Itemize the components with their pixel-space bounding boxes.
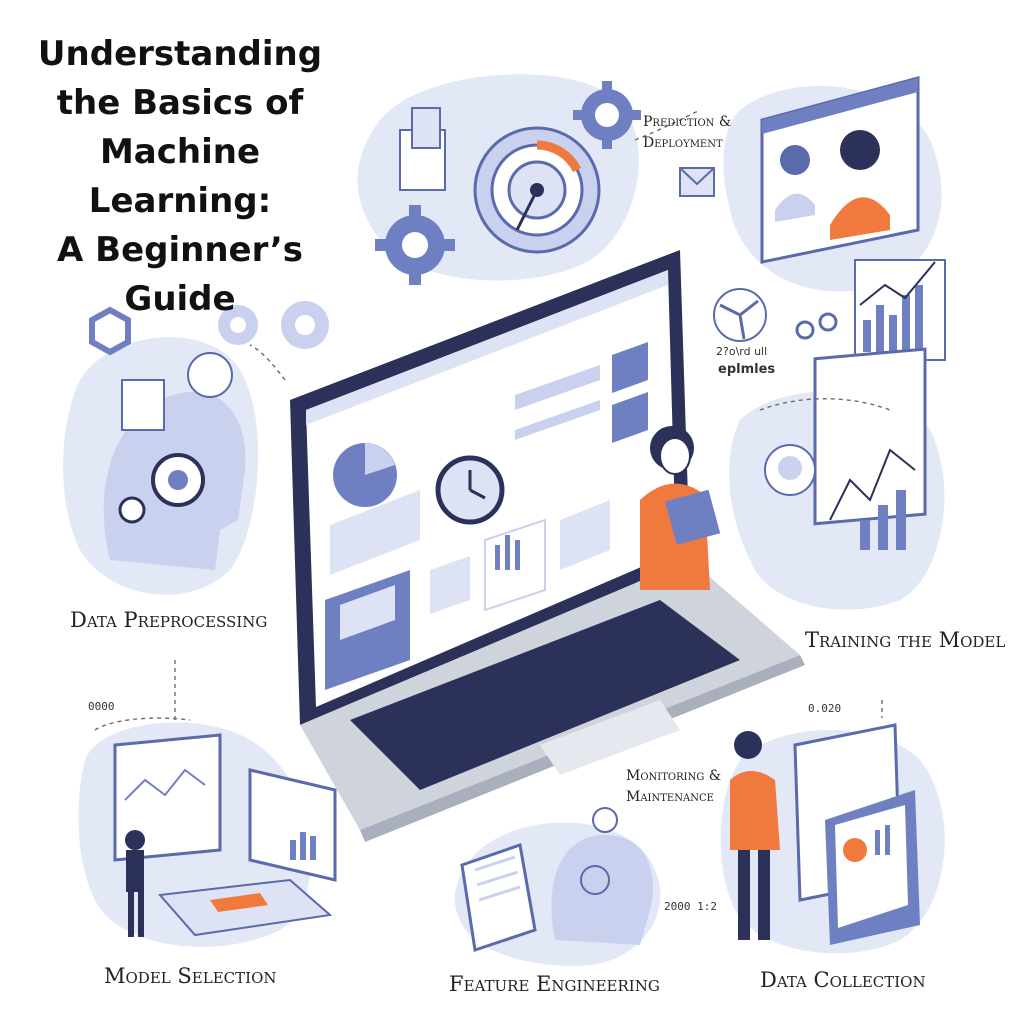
label-line: Deployment bbox=[643, 135, 723, 151]
label-prediction-deployment: Prediction & Deployment bbox=[643, 112, 731, 154]
data-collection-scene bbox=[730, 723, 920, 945]
network-icon bbox=[89, 306, 131, 356]
model-selection-scene bbox=[113, 733, 337, 937]
label-training-the-model: Training the Model bbox=[805, 628, 1006, 652]
decorative-text: eplmles bbox=[718, 362, 776, 377]
training-chart-window bbox=[764, 347, 927, 550]
title-line: A Beginner’s bbox=[57, 230, 303, 270]
label-monitoring-maintenance: Monitoring & Maintenance bbox=[626, 766, 721, 808]
label-feature-engineering: Feature Engineering bbox=[449, 972, 660, 996]
laptop bbox=[290, 250, 805, 842]
bar-chart-icon bbox=[854, 259, 946, 361]
gear-icon bbox=[375, 205, 455, 285]
speech-bubble-icon bbox=[592, 807, 618, 833]
label-model-selection: Model Selection bbox=[104, 964, 277, 988]
gear-icon bbox=[573, 81, 641, 149]
gear-icon bbox=[218, 305, 258, 345]
label-data-preprocessing: Data Preprocessing bbox=[70, 608, 268, 632]
gear-icon bbox=[118, 496, 146, 524]
head-profile-icon bbox=[551, 834, 653, 945]
title-line: the Basics of bbox=[56, 83, 304, 123]
avatar bbox=[780, 145, 810, 175]
person-figure bbox=[640, 426, 721, 590]
flow-connectors bbox=[94, 109, 891, 731]
fan-icon bbox=[713, 288, 767, 342]
label-line: Prediction & bbox=[643, 114, 732, 130]
head-profile-icon bbox=[103, 352, 246, 570]
page-title: Understanding the Basics of Machine Lear… bbox=[10, 30, 350, 324]
title-line: Machine Learning: bbox=[88, 132, 272, 221]
document-stack-icon bbox=[399, 107, 446, 191]
envelope-icon bbox=[679, 167, 715, 197]
deployment-window bbox=[760, 76, 920, 264]
decorative-code: 2000 1:2 bbox=[664, 900, 717, 913]
decorative-code: 0000 bbox=[88, 700, 115, 713]
link-icon bbox=[795, 312, 838, 340]
label-line: Maintenance bbox=[626, 789, 714, 805]
feature-engineering-scene bbox=[460, 807, 653, 952]
label-data-collection: Data Collection bbox=[760, 968, 926, 992]
decorative-text: 2?o\rd ull bbox=[716, 345, 768, 358]
target-gauge-icon bbox=[473, 126, 601, 254]
title-line: Guide bbox=[124, 279, 236, 319]
decorative-code: 0.020 bbox=[808, 702, 842, 715]
label-line: Monitoring & bbox=[626, 768, 722, 784]
title-line: Understanding bbox=[37, 34, 323, 74]
avatar bbox=[840, 130, 880, 170]
gear-icon bbox=[281, 301, 329, 349]
